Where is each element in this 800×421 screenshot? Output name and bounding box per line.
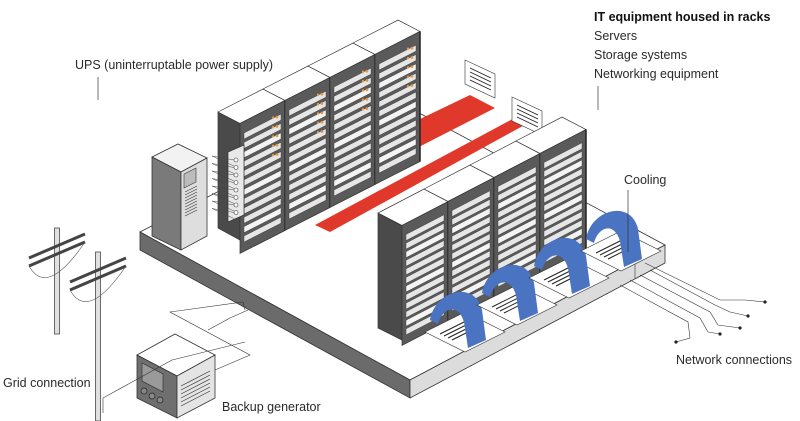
network-cables (619, 262, 767, 344)
cable-end (674, 340, 678, 344)
vent-line (184, 194, 198, 202)
backup-generator (102, 301, 251, 419)
pdu-wire (211, 155, 235, 167)
pdu-wire (211, 170, 235, 182)
cable-end (763, 300, 767, 304)
cooling-air-arc (482, 264, 538, 321)
network-cable (629, 279, 721, 335)
label-ups: UPS (uninterruptable power supply) (75, 58, 274, 72)
cable-end (738, 326, 742, 330)
server-rack (262, 65, 331, 232)
label-backup-generator: Backup generator (222, 400, 321, 414)
vent-line (184, 200, 198, 208)
pdu-wire (211, 200, 235, 212)
cable-end (746, 314, 750, 318)
vent-line (180, 370, 211, 387)
vent-line (180, 390, 211, 407)
grid-power-poles (28, 227, 127, 421)
vent-line (184, 188, 198, 196)
server-rack (423, 164, 495, 323)
power-distribution-unit (211, 144, 245, 223)
cooling-air-arc (430, 291, 486, 348)
pdu-wire (211, 163, 235, 174)
power-pole (28, 227, 86, 335)
power-pole (69, 251, 127, 421)
pdu-outlet (233, 172, 239, 178)
network-cable (619, 284, 691, 343)
wall-vent (464, 59, 496, 99)
vent-line (184, 197, 198, 205)
vent-line (184, 185, 198, 193)
network-cable (644, 262, 766, 303)
floor-vent (580, 230, 662, 272)
label-grid-connection: Grid connection (3, 376, 91, 390)
label-servers: Servers (594, 29, 638, 43)
label-cooling: Cooling (624, 173, 667, 187)
vent-line (180, 382, 211, 399)
front-row-side-panel (377, 212, 403, 341)
ups-cabinet (97, 77, 208, 251)
label-networking: Networking equipment (594, 67, 719, 81)
cooling-airflow (424, 210, 662, 353)
pdu-outlet (233, 195, 239, 200)
vent-line (180, 374, 211, 391)
pdu-outlet (233, 210, 239, 215)
pdu-wire (211, 208, 235, 219)
pdu-outlet (233, 202, 239, 208)
network-cable (639, 274, 741, 329)
cable-end (718, 332, 722, 336)
pdu-wire (211, 193, 235, 204)
vent-line (184, 206, 198, 214)
vent-line (180, 378, 211, 395)
server-rack (352, 19, 421, 186)
pdu-outlet (233, 165, 239, 170)
server-rack (307, 42, 376, 209)
vent-line (184, 203, 198, 211)
pdu-wire (211, 185, 235, 197)
label-storage: Storage systems (594, 48, 688, 62)
network-cable (649, 269, 749, 317)
server-rack (217, 88, 286, 255)
label-network-connections: Network connections (676, 353, 793, 367)
cooling-air-arc (534, 237, 590, 294)
pdu-outlet (233, 157, 239, 163)
back-rack-row (217, 19, 543, 255)
label-it-equipment: IT equipment housed in racks (594, 10, 771, 24)
pdu-outlet (233, 180, 239, 185)
pdu-outlet (233, 187, 239, 193)
pdu-wire (211, 178, 235, 189)
vent-line (184, 209, 198, 217)
vent-line (180, 386, 211, 403)
vent-line (184, 191, 198, 199)
